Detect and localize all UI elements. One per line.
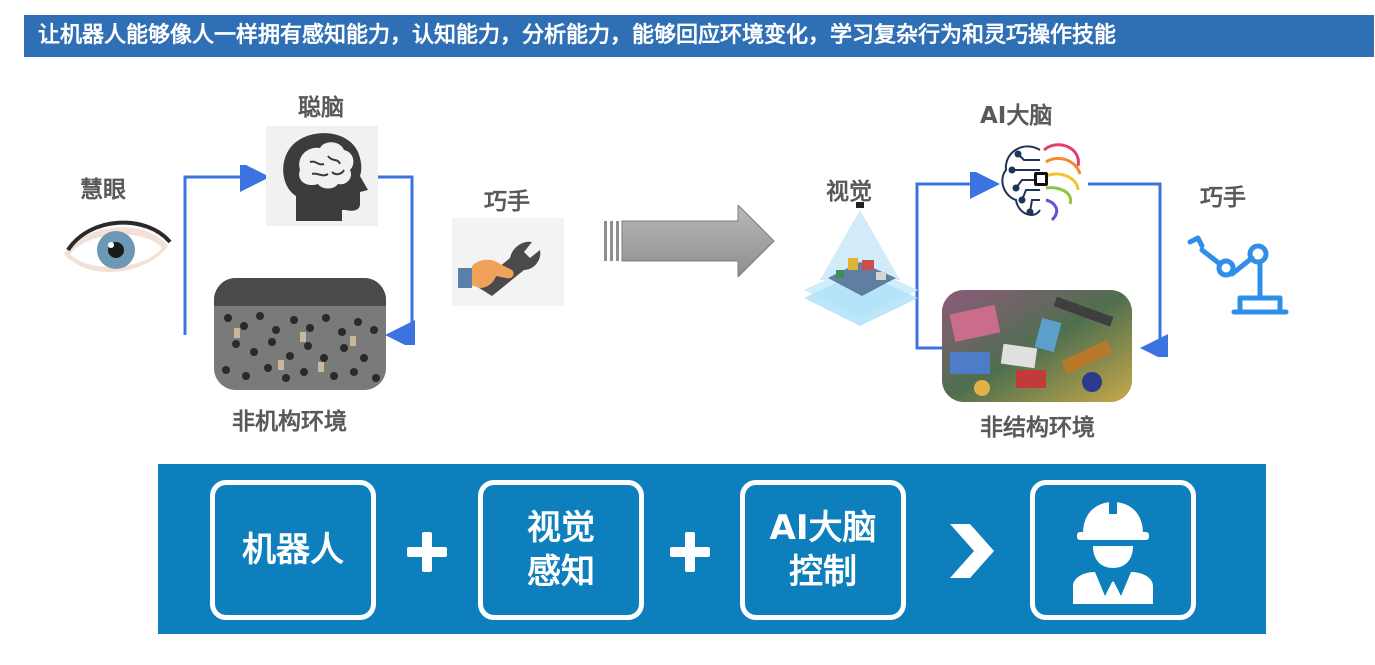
card-vision-line1: 视觉 [527, 508, 595, 548]
card-vision-line2: 感知 [527, 552, 595, 592]
plus-icon [670, 532, 710, 572]
eye-icon [60, 210, 172, 290]
card-vision-perception: 视觉 感知 [478, 480, 644, 620]
label-eye: 慧眼 [80, 177, 126, 203]
card-worker [1030, 480, 1196, 620]
label-vision: 视觉 [826, 179, 872, 205]
card-ai-line1: AI大脑 [769, 508, 877, 548]
label-ai-brain: AI大脑 [980, 103, 1053, 129]
label-env-left: 非机构环境 [232, 409, 347, 435]
big-right-arrow [604, 205, 775, 277]
card-robot-text: 机器人 [242, 530, 344, 570]
right-loop-arrows [915, 172, 1168, 357]
label-hand-left: 巧手 [484, 189, 530, 215]
headline-banner: 让机器人能够像人一样拥有感知能力，认知能力，分析能力，能够回应环境变化，学习复杂… [24, 15, 1374, 57]
vision-scan-icon [800, 200, 922, 330]
label-hand-right: 巧手 [1200, 185, 1246, 211]
summary-strip: 机器人 视觉 感知 AI大脑 控制 [158, 464, 1266, 634]
left-loop-arrows [183, 165, 415, 345]
ai-brain-circuit-icon [994, 130, 1090, 230]
head-brain-icon [266, 126, 378, 226]
card-robot: 机器人 [210, 480, 376, 620]
headline-text: 让机器人能够像人一样拥有感知能力，认知能力，分析能力，能够回应环境变化，学习复杂… [38, 23, 1117, 48]
label-brain: 聪脑 [298, 95, 344, 121]
hand-wrench-icon [452, 218, 564, 306]
chevron-right-icon [950, 524, 994, 578]
label-env-right: 非结构环境 [980, 415, 1095, 441]
card-ai-line2: 控制 [789, 552, 857, 592]
crowd-photo [214, 278, 386, 390]
worker-helmet-icon [1073, 500, 1153, 604]
card-ai-brain-control: AI大脑 控制 [740, 480, 906, 620]
plus-icon [407, 532, 447, 572]
robot-arm-icon [1180, 228, 1290, 322]
cluttered-objects-photo [942, 290, 1132, 402]
